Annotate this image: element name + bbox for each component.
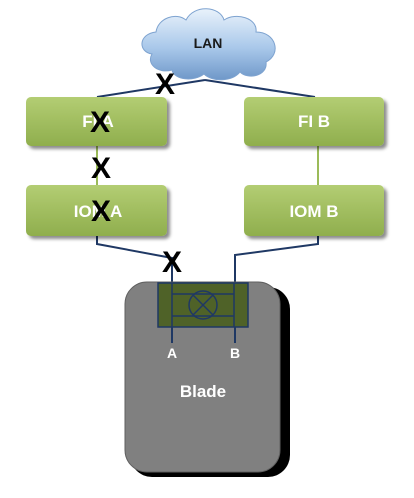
failure-mark-fi-iom-link: X <box>91 152 111 185</box>
fi-b-box <box>244 97 384 146</box>
switch-icon <box>188 290 218 320</box>
fi-a-box <box>26 97 167 146</box>
cloud-icon <box>141 8 276 81</box>
fi-b-label: FI B <box>298 112 330 131</box>
mezzanine-adapter <box>157 282 249 328</box>
failure-marks: X X X X X <box>90 68 182 279</box>
failure-mark-iom-a: X <box>91 195 111 228</box>
fabric-interconnect-a: FI A <box>26 97 167 146</box>
io-module-b: IOM B <box>244 185 384 236</box>
failure-mark-fi-a: X <box>90 106 110 139</box>
switch-cross-2 <box>192 294 214 316</box>
iom-a-box <box>26 185 167 236</box>
blade-server: Blade A B <box>124 281 290 477</box>
blade-body <box>124 281 281 473</box>
failure-mark-blade-link: X <box>162 246 182 279</box>
lan-cloud: LAN <box>141 8 276 81</box>
io-module-a: IOM A <box>26 185 167 236</box>
iom-b-label: IOM B <box>289 202 338 221</box>
cloud-label: LAN <box>194 35 223 51</box>
link-lan-fi-a <box>96 79 206 98</box>
fi-a-label: FI A <box>82 112 113 131</box>
iom-a-label: IOM A <box>74 202 122 221</box>
iom-b-box <box>244 185 384 236</box>
blade-label: Blade <box>180 382 226 401</box>
fabric-interconnect-b: FI B <box>244 97 384 146</box>
link-lan-fi-b <box>204 79 316 98</box>
port-b-label: B <box>230 345 240 361</box>
failure-mark-lan-uplink: X <box>155 68 175 101</box>
port-a-label: A <box>167 345 177 361</box>
